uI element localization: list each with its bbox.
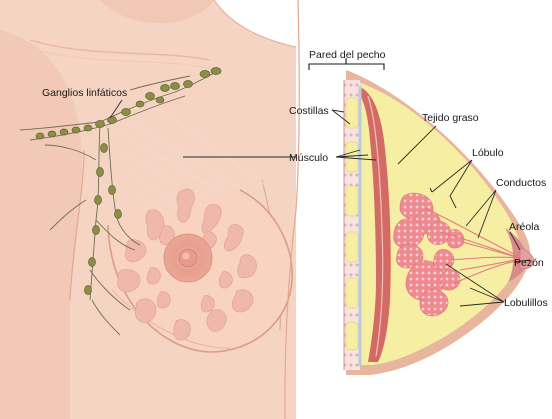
lymph-node xyxy=(108,117,117,124)
lymph-node xyxy=(97,168,104,177)
label-lobules: Lobulillos xyxy=(504,297,548,309)
lymph-node xyxy=(109,186,116,195)
lymph-node xyxy=(200,71,210,78)
label-fatty-tissue: Tejido graso xyxy=(422,112,479,124)
lymph-node xyxy=(60,129,68,135)
lymph-node xyxy=(161,85,170,92)
lymph-node xyxy=(93,226,100,235)
lymph-node xyxy=(122,109,131,116)
lymph-node xyxy=(146,93,155,100)
torso-illustration xyxy=(0,0,320,419)
label-lobule: Lóbulo xyxy=(472,147,504,159)
lymph-node xyxy=(101,144,108,153)
lymph-node xyxy=(115,210,122,219)
lymph-node xyxy=(95,196,102,205)
label-ducts: Conductos xyxy=(496,177,546,189)
lymph-node xyxy=(48,131,56,137)
lymph-node xyxy=(85,286,92,295)
lymph-node xyxy=(136,101,144,107)
label-nipple: Pezón xyxy=(514,257,544,269)
label-lymph-nodes: Ganglios linfáticos xyxy=(42,87,127,99)
label-areola: Aréola xyxy=(509,221,540,233)
lymph-node xyxy=(84,125,92,131)
lymph-node xyxy=(184,81,193,88)
lymph-node xyxy=(89,258,96,267)
lymph-node xyxy=(36,133,44,139)
lymph-node xyxy=(72,127,80,133)
label-ribs: Costillas xyxy=(289,105,329,117)
label-chest-wall: Pared del pecho xyxy=(309,49,386,61)
lymph-node xyxy=(171,83,180,90)
lymph-node xyxy=(156,97,164,103)
lymph-node xyxy=(211,68,221,75)
lymph-node xyxy=(96,121,105,128)
label-muscle: Músculo xyxy=(289,152,328,164)
